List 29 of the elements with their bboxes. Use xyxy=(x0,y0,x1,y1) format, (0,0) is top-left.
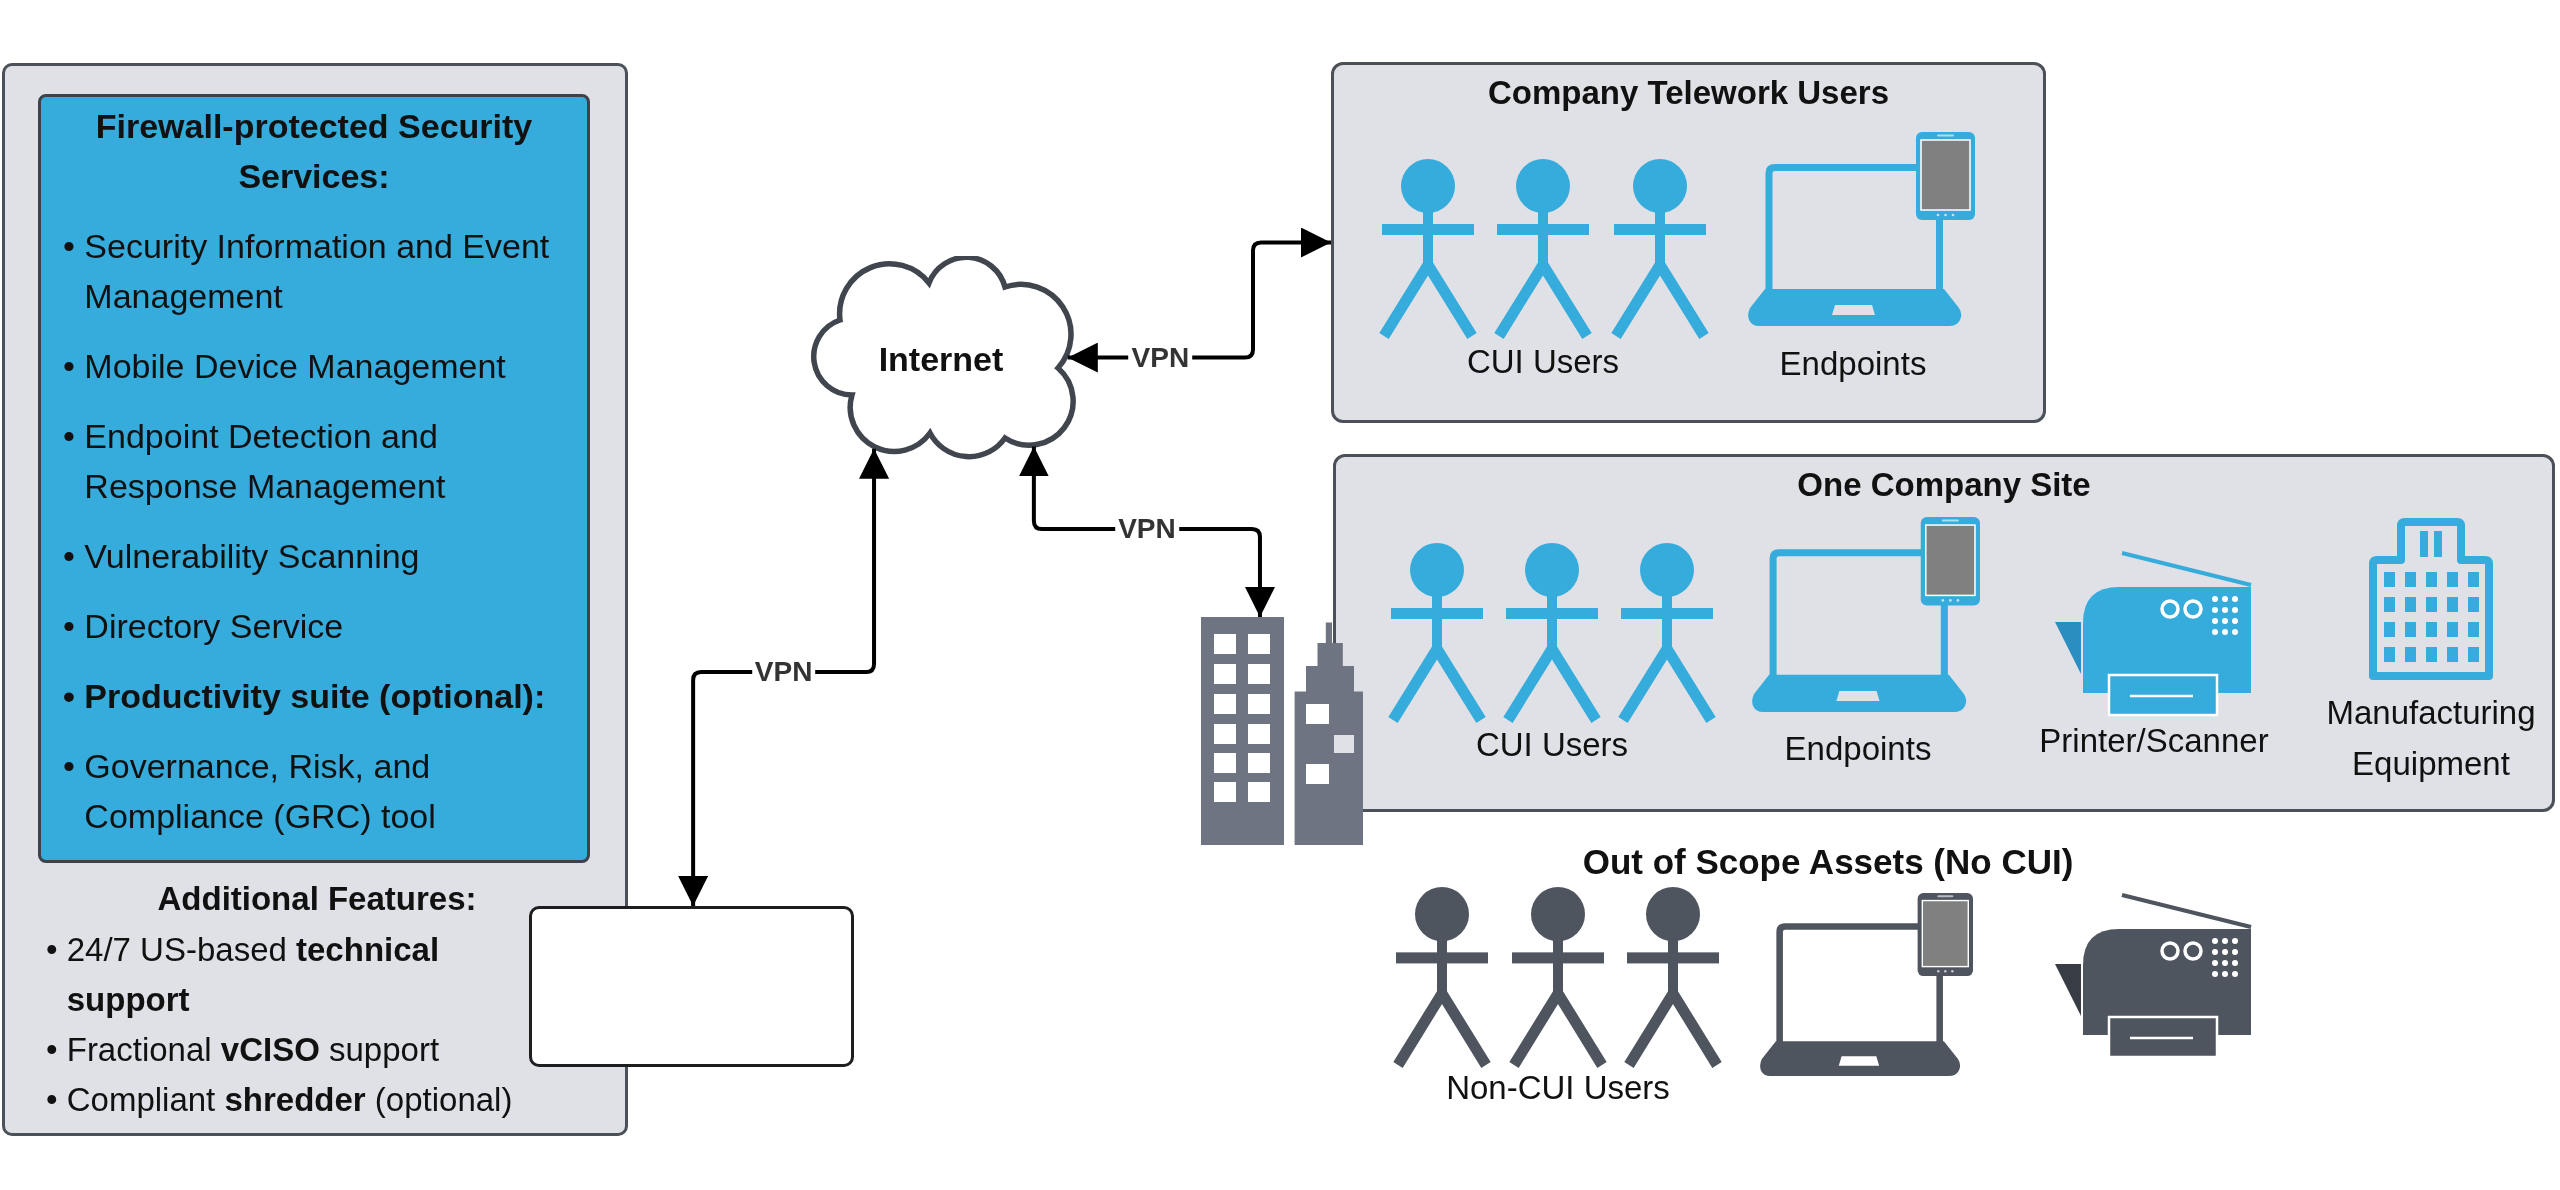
office-buildings-picture xyxy=(1201,617,1363,845)
icon-label: Endpoints xyxy=(1779,343,1927,384)
icon-label: CUI Users xyxy=(1466,341,1620,382)
bullet-item: • Fractional vCISO support xyxy=(46,1030,441,1070)
bullet-item: • Productivity suite (optional): xyxy=(63,676,547,717)
bullet-item: • Compliant shredder (optional) xyxy=(46,1080,514,1120)
icon-label: Endpoints xyxy=(1784,728,1932,769)
icon-label: CUI Users xyxy=(1475,724,1629,765)
bullet-item: • Security Information and Event Management xyxy=(63,226,551,317)
group-panel xyxy=(1333,454,2555,812)
panel-heading: One Company Site xyxy=(1797,465,2091,505)
services-panel xyxy=(38,94,590,863)
icon-label: Manufacturing Equipment xyxy=(2326,693,2536,784)
icon-label: Printer/Scanner xyxy=(2039,720,2269,761)
node-label: Internet xyxy=(878,338,1004,379)
bullet-item: • Mobile Device Management xyxy=(63,346,507,387)
group-panel xyxy=(1331,62,2046,423)
bullet-item: • Vulnerability Scanning xyxy=(63,536,421,577)
blank-card xyxy=(529,906,854,1067)
features-panel xyxy=(2,63,628,1136)
bullet-item: • Endpoint Detection and Response Management xyxy=(63,416,447,507)
section-heading: Out of Scope Assets (No CUI) xyxy=(1582,841,2074,883)
icon-label: Non-CUI Users xyxy=(1446,1068,1670,1108)
panel-heading: Firewall-protected Security Services: xyxy=(94,106,534,197)
panel-heading: Additional Features: xyxy=(157,879,477,919)
bullet-item: • Governance, Risk, and Compliance (GRC) tool xyxy=(63,746,437,837)
connector-arrow xyxy=(678,448,890,906)
bullet-item: • Directory Service xyxy=(63,606,345,647)
panel-heading: Company Telework Users xyxy=(1488,73,1889,113)
